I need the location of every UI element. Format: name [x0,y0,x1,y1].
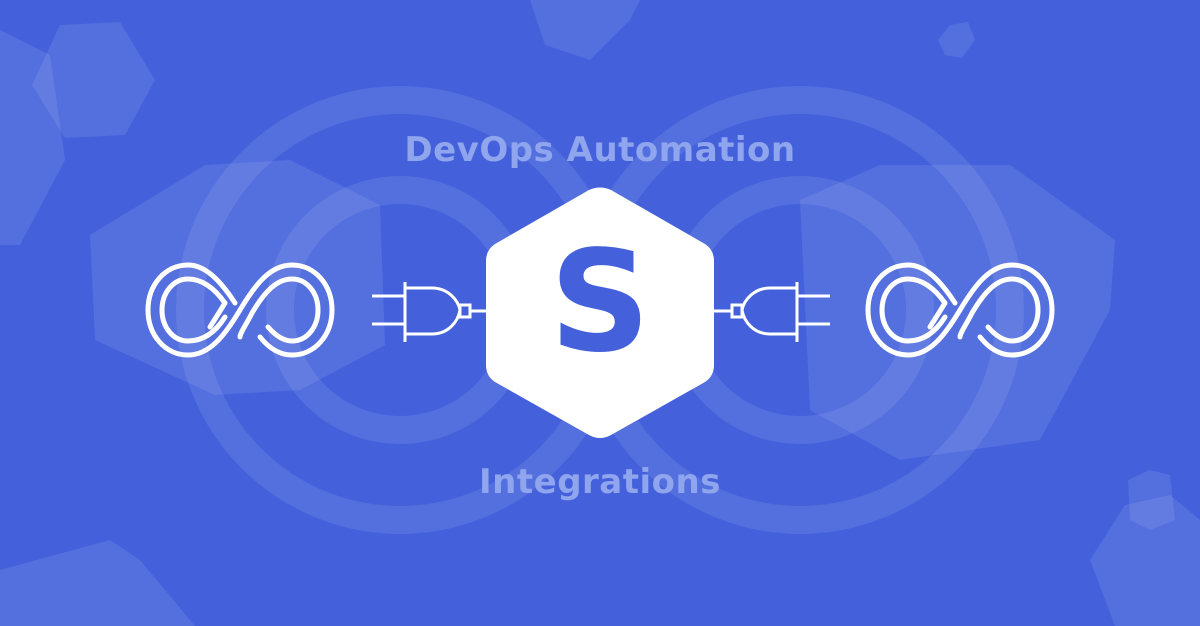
plug-icon [714,282,830,342]
plug-icon [372,282,488,342]
subheading: Integrations [479,462,721,502]
hexagon-logo-icon: S [486,187,714,438]
heading: DevOps Automation [404,130,796,170]
logo-letter: S [550,221,651,384]
infinity-loop-icon [865,262,1055,358]
infinity-loop-icon [145,262,335,358]
